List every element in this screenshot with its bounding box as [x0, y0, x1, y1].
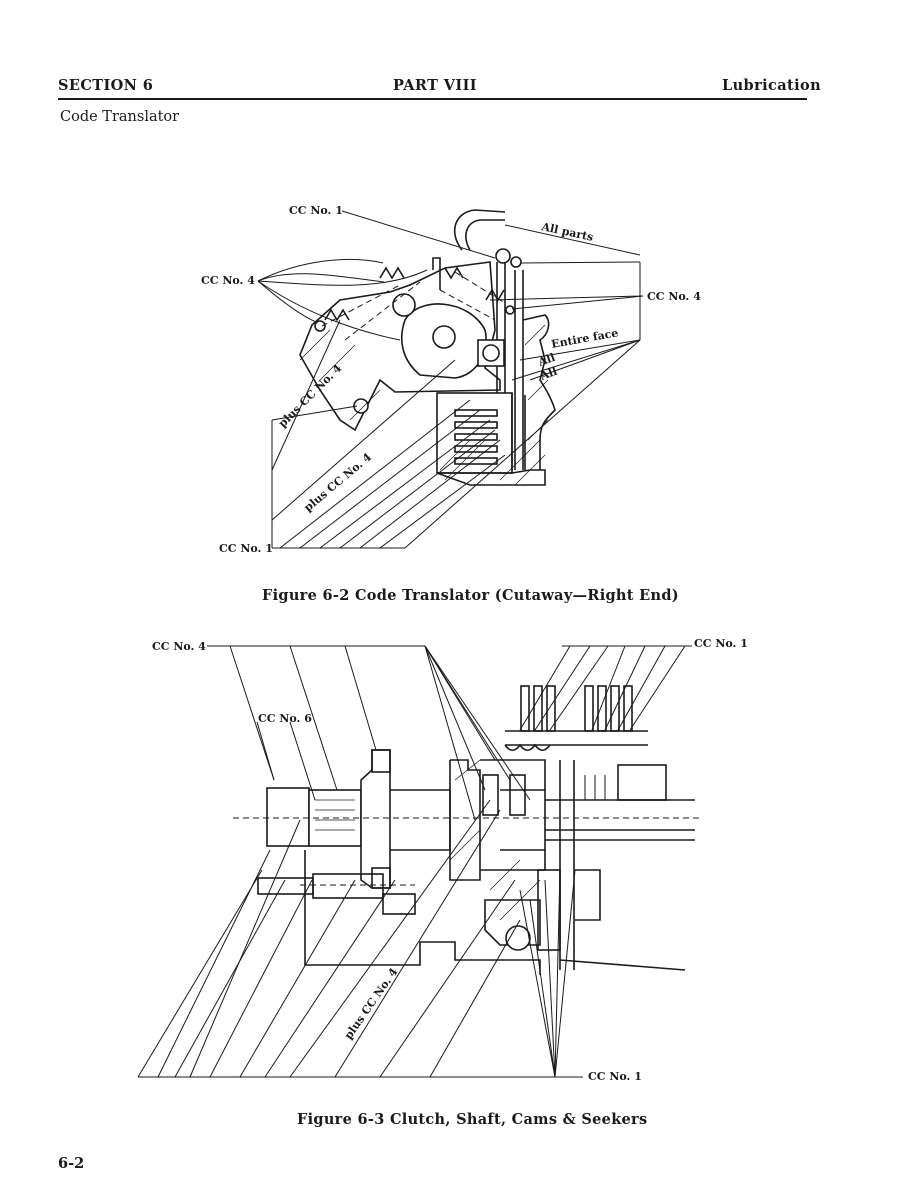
- label-plus-cc4-b: plus CC No. 4: [302, 450, 375, 514]
- figure-6-3-drawing: CC No. 4 CC No. 1 CC No. 6 plus CC No. 4…: [137, 637, 748, 1083]
- topic-label: Lubrication: [722, 77, 822, 94]
- label-all-a: All: [536, 351, 557, 369]
- part-label: PART VIII: [393, 77, 477, 94]
- page-subtitle: Code Translator: [60, 109, 180, 125]
- label-cc4-left: CC No. 4: [201, 274, 255, 287]
- label-cc1-bottom: CC No. 1: [588, 1070, 642, 1083]
- label-cc6: CC No. 6: [258, 712, 312, 725]
- figure-6-3-caption: Figure 6-3 Clutch, Shaft, Cams & Seekers: [297, 1111, 648, 1128]
- figure-6-2-caption: Figure 6-2 Code Translator (Cutaway—Righ…: [262, 587, 679, 604]
- label-plus-cc4: plus CC No. 4: [342, 965, 401, 1041]
- page-number: 6-2: [58, 1155, 85, 1172]
- label-all-b: All: [538, 365, 559, 383]
- label-entire-face: Entire face: [550, 326, 619, 351]
- label-cc4-top: CC No. 4: [152, 640, 206, 653]
- header-rule: [58, 98, 807, 100]
- label-cc1-top: CC No. 1: [289, 204, 343, 217]
- label-cc4-right: CC No. 4: [647, 290, 701, 303]
- label-all-parts: All parts: [539, 220, 594, 244]
- label-cc1-top: CC No. 1: [694, 637, 748, 650]
- section-label: SECTION 6: [58, 77, 154, 94]
- figure-6-2-drawing: CC No. 1 CC No. 4 CC No. 4 CC No. 1 All …: [201, 204, 701, 555]
- label-cc1-bottom: CC No. 1: [219, 542, 273, 555]
